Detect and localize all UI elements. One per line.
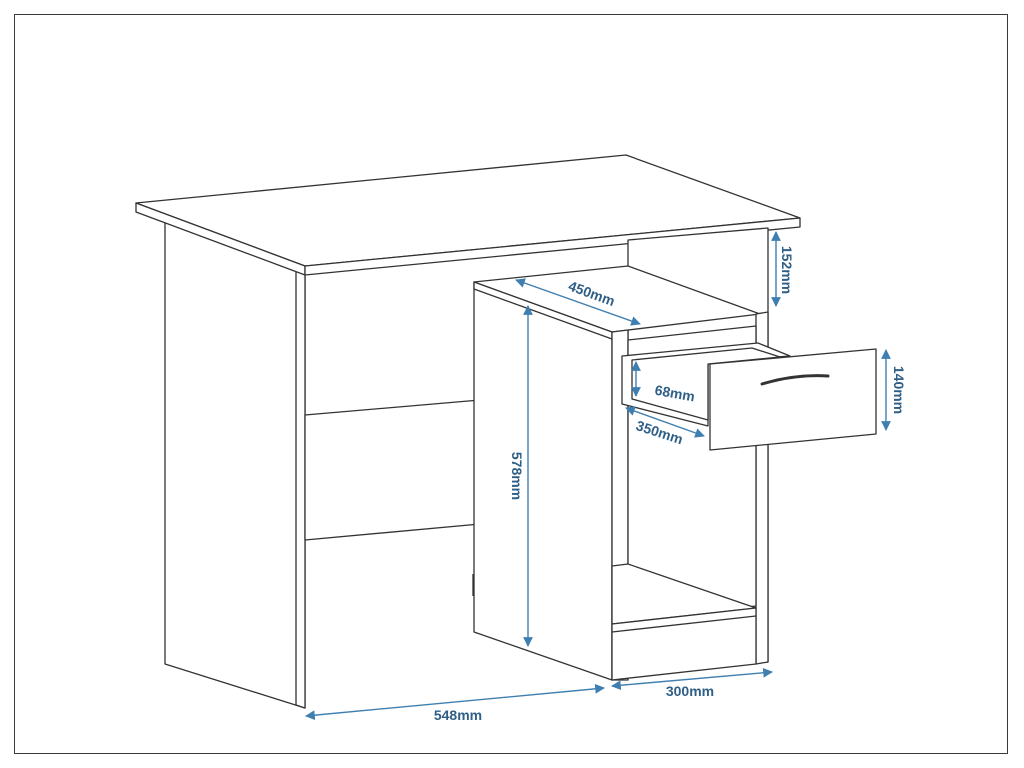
desktop-right-edge [304, 217, 801, 276]
drawer-inner [631, 347, 781, 421]
dim-140-label: 140mm [891, 366, 907, 414]
plinth-line [611, 615, 757, 633]
dim-548-line [305, 683, 605, 721]
dim-578-label: 578mm [509, 452, 525, 500]
pedestal-side [473, 281, 613, 681]
dim-350-line [625, 406, 705, 438]
dim-548-label: 548mm [434, 707, 482, 723]
dim-450-line [515, 278, 641, 326]
left-front-rail [304, 399, 481, 541]
left-inner-panel [295, 269, 306, 709]
dim-152-label: 152mm [779, 246, 795, 294]
pedestal-bottom-plinth [611, 607, 757, 681]
dim-300-line [611, 667, 773, 691]
dim-68-label: 68mm [654, 382, 697, 405]
drawer-front [709, 348, 877, 451]
image-frame [14, 14, 1008, 754]
dim-300-label: 300mm [666, 683, 714, 699]
left-side-panel [164, 221, 306, 709]
drawer-handle [760, 374, 830, 386]
